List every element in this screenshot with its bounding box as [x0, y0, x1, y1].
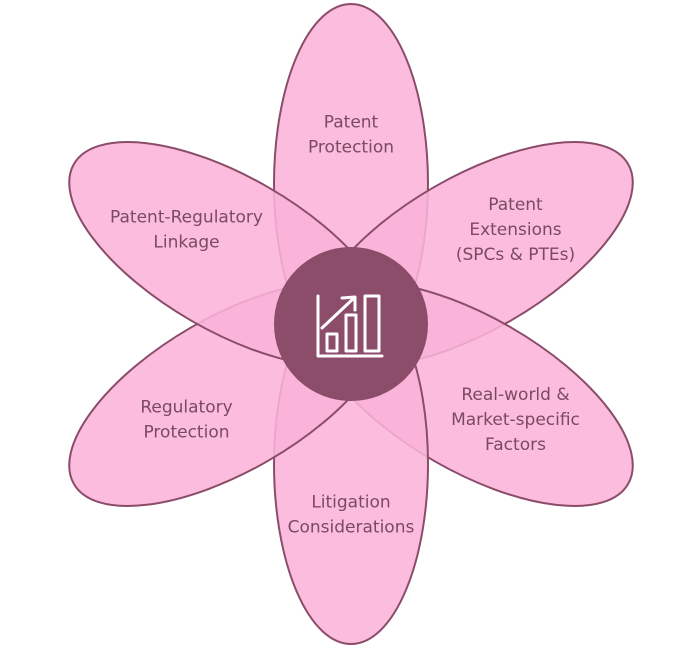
label-line: Regulatory [140, 398, 232, 418]
center-circle [274, 247, 428, 401]
label-line: Linkage [153, 233, 219, 253]
label-line: Litigation [311, 493, 390, 513]
label-line: Market-specific [451, 410, 580, 430]
label-line: Patent [324, 113, 379, 133]
label-line: Real-world & [461, 385, 569, 405]
label-line: Factors [485, 435, 546, 455]
label-line: Patent [488, 195, 543, 215]
label-line: Patent-Regulatory [110, 208, 263, 228]
chart-growth-icon [316, 294, 384, 358]
label-line: Protection [308, 138, 394, 158]
label-line: Considerations [288, 518, 415, 538]
label-line: Extensions [469, 220, 561, 240]
label-line: (SPCs & PTEs) [456, 245, 575, 265]
center-hub [274, 247, 428, 401]
label-line: Protection [143, 423, 229, 443]
